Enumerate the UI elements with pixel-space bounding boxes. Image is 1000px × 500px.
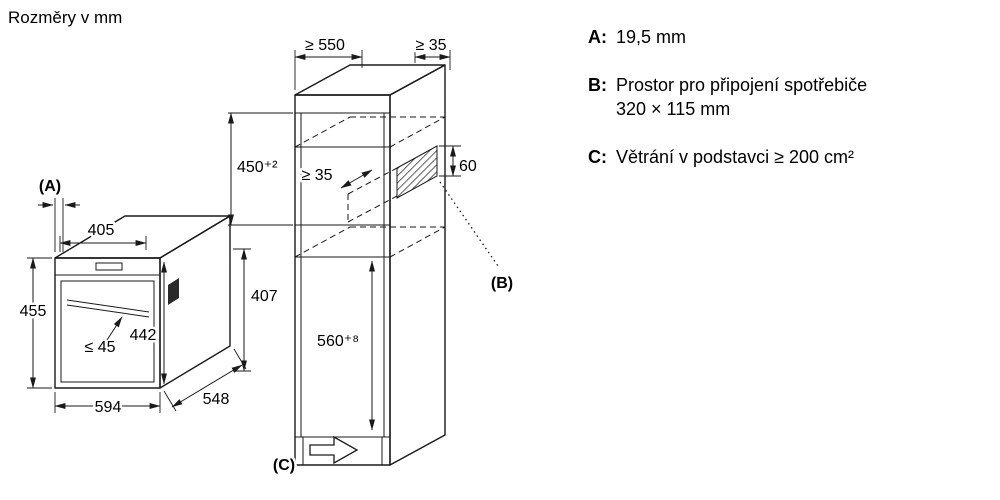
oven-side-latch: [168, 278, 179, 305]
label-c-text: (C): [273, 457, 295, 474]
dim-35-inner-label: ≥ 35: [301, 167, 332, 184]
dim-a: (A): [36, 176, 80, 252]
legend-text-a: 19,5 mm: [616, 27, 687, 47]
connection-space-hatch: [396, 145, 438, 199]
dim-548: 548: [163, 348, 247, 412]
legend-text-b: Prostor pro připojení spotřebiče 320 × 1…: [616, 74, 867, 121]
cabinet-top-face: [294, 64, 446, 96]
dim-405-label: 405: [88, 222, 115, 239]
airflow-arrow: [309, 435, 359, 465]
dim-a-label: (A): [39, 178, 61, 195]
oven-top-face: [54, 215, 231, 259]
label-b-text: (B): [491, 275, 513, 292]
page-title: Rozměry v mm: [8, 8, 123, 27]
oven-drawing: (A) 405 455: [17, 176, 280, 419]
dim-407: 407: [233, 248, 280, 372]
cabinet-interior-lines: [295, 112, 390, 465]
dim-405: 405: [59, 220, 147, 252]
dim-60: 60: [439, 145, 479, 178]
dim-560: 560⁺⁸: [315, 260, 375, 431]
label-c: (C): [270, 435, 359, 477]
oven-handle: [66, 299, 150, 318]
dim-35-top: ≥ 35: [413, 35, 451, 70]
dim-455-label: 455: [20, 303, 47, 320]
oven-front-face: [54, 257, 161, 389]
dim-450: 450⁺²: [228, 112, 293, 226]
cabinet-front-face: [294, 94, 391, 466]
dim-550-label: ≥ 550: [305, 37, 345, 54]
legend-item-b: B: Prostor pro připojení spotřebiče 320 …: [588, 74, 867, 121]
legend-item-a: A: 19,5 mm: [588, 26, 867, 49]
dim-442: 442: [127, 261, 167, 385]
dim-455: 455: [17, 257, 52, 389]
dim-550: ≥ 550: [294, 35, 363, 90]
legend-text-b-line1: Prostor pro připojení spotřebiče: [616, 75, 868, 96]
dim-407-label: 407: [251, 288, 278, 305]
dim-handle-label: ≤ 45: [84, 339, 115, 356]
dim-60-label: 60: [459, 158, 477, 175]
cabinet-drawing: (B) ≥ 550 ≥ 35 450⁺²: [228, 35, 516, 477]
dim-35-top-label: ≥ 35: [415, 37, 446, 54]
dim-560-label: 560⁺⁸: [317, 333, 359, 350]
legend-key-b: B:: [588, 75, 607, 96]
oven-display: [95, 262, 123, 271]
dim-450-label: 450⁺²: [237, 159, 278, 176]
cabinet-right-face: [389, 64, 446, 466]
legend-text-c: Větrání v podstavci ≥ 200 cm²: [616, 147, 854, 168]
dim-594-label: 594: [95, 399, 122, 416]
dim-442-label: 442: [130, 327, 157, 344]
legend-key-a: A:: [588, 27, 607, 47]
dim-594: 594: [54, 392, 161, 419]
dim-handle: ≤ 45: [82, 316, 123, 359]
cabinet-hidden-edges: [294, 116, 446, 258]
oven-door: [60, 280, 155, 383]
legend-item-c: C: Větrání v podstavci ≥ 200 cm²: [588, 146, 867, 169]
legend-key-c: C:: [588, 147, 607, 168]
legend-text-b-line2: 320 × 115 mm: [616, 98, 731, 119]
label-b: (B): [439, 181, 516, 295]
legend: A: 19,5 mm B: Prostor pro připojení spot…: [588, 26, 867, 195]
dim-548-label: 548: [203, 391, 230, 408]
dim-35-inner: ≥ 35: [299, 165, 373, 189]
